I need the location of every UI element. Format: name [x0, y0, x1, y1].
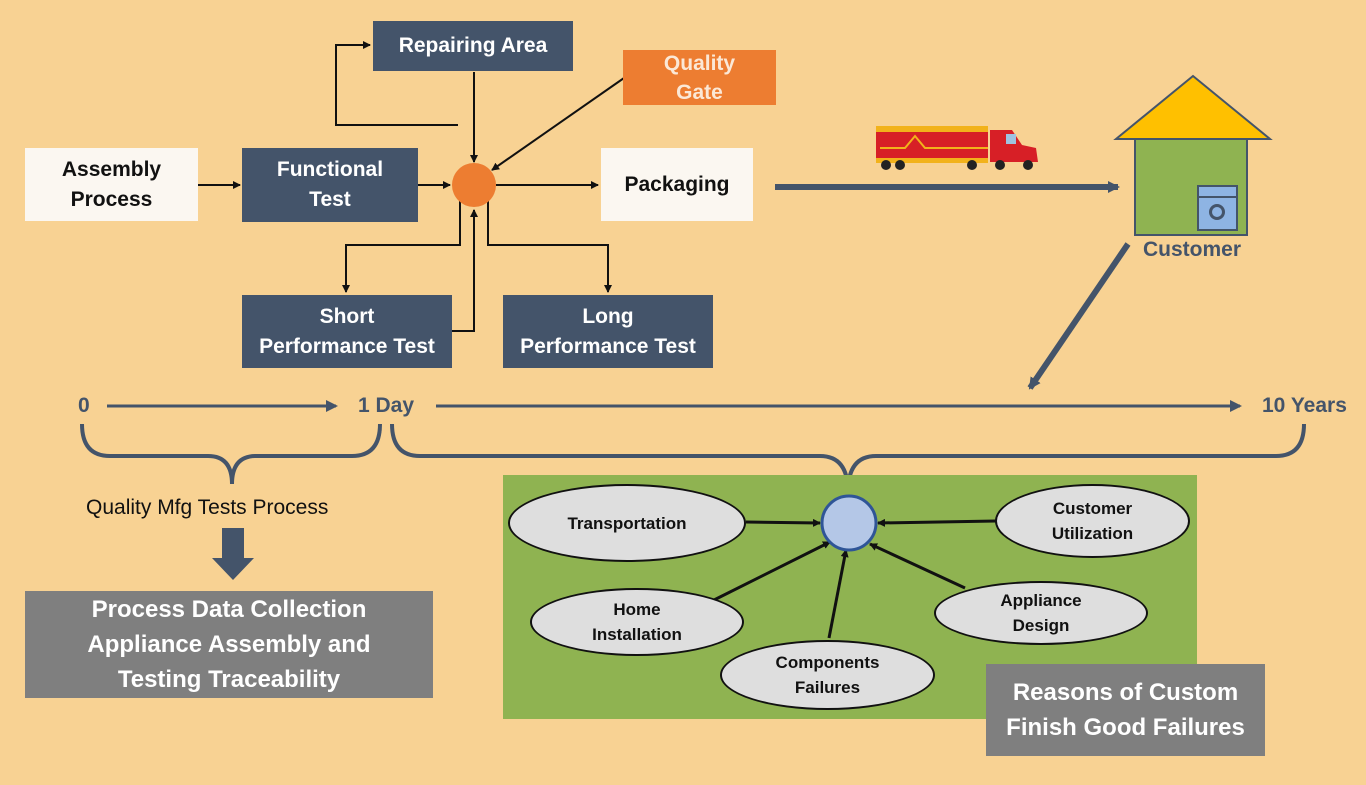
arrow-short-hub	[452, 209, 478, 332]
timeline-mid-label: 1 Day	[358, 394, 415, 417]
house-icon	[1113, 74, 1273, 236]
short-performance-test-box: Short Performance Test	[242, 295, 452, 368]
brace-process	[80, 423, 382, 485]
timeline-start-label: 0	[78, 394, 90, 417]
arrow-customer-timeline	[1027, 242, 1131, 390]
home-installation-ellipse: Home Installation	[530, 588, 744, 656]
timeline-end-label: 10 Years	[1262, 394, 1347, 417]
long-performance-test-box: Long Performance Test	[503, 295, 713, 368]
appliance-design-ellipse: Appliance Design	[934, 581, 1148, 645]
arrow-design-hub	[869, 542, 966, 590]
repairing-area-box: Repairing Area	[373, 21, 573, 71]
customer-utilization-ellipse: Customer Utilization	[995, 484, 1190, 558]
arrow-hub-short	[342, 200, 461, 293]
components-failures-ellipse: Components Failures	[720, 640, 935, 710]
packaging-box: Packaging	[601, 148, 753, 221]
assembly-process-box: Assembly Process	[25, 148, 198, 221]
quality-gate-box: Quality Gate	[623, 50, 776, 105]
down-arrow-icon	[212, 528, 254, 580]
arrow-components-hub	[827, 549, 849, 639]
process-label: Quality Mfg Tests Process	[86, 496, 329, 519]
arrow-transportation-hub	[745, 518, 821, 527]
arrow-utilization-hub	[877, 518, 997, 527]
arrow-hub-long	[487, 200, 612, 293]
functional-test-box: Functional Test	[242, 148, 418, 222]
transportation-ellipse: Transportation	[508, 484, 746, 562]
reasons-title-box: Reasons of Custom Finish Good Failures	[986, 664, 1265, 756]
truck-icon	[876, 126, 1038, 170]
reasons-hub-node	[820, 494, 878, 552]
flow-hub-node	[452, 163, 496, 207]
arrow-installation-hub	[713, 540, 831, 602]
data-collection-box: Process Data Collection Appliance Assemb…	[25, 591, 433, 698]
arrow-gate-hub	[491, 77, 625, 171]
arrow-hub-repairing	[335, 41, 458, 126]
customer-label: Customer	[1143, 238, 1242, 261]
